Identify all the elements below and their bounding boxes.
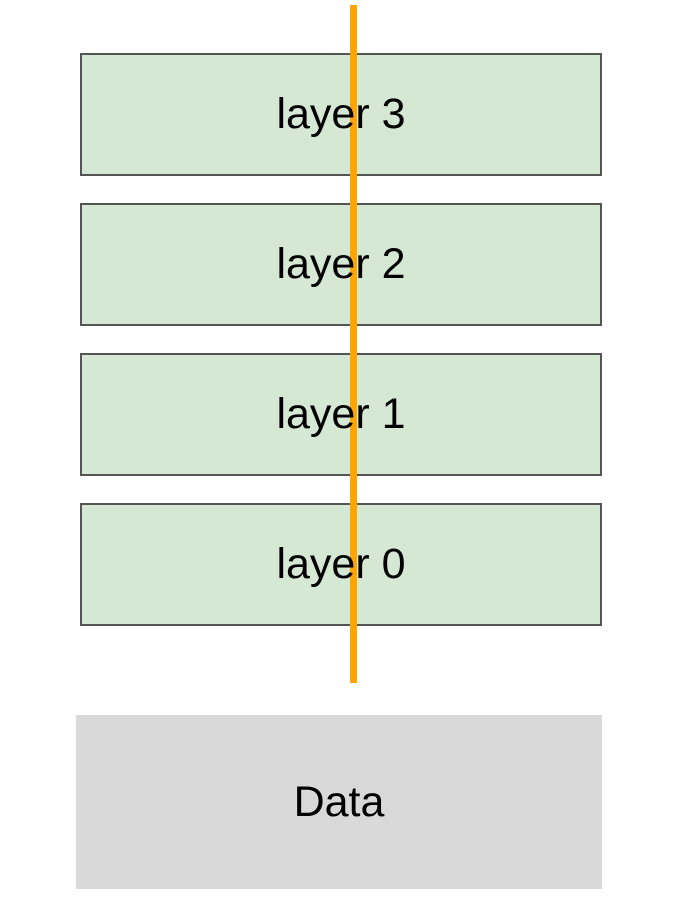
layer-1-label: layer 1 <box>276 390 406 438</box>
data-box-label: Data <box>293 777 385 826</box>
layer-3-label: layer 3 <box>276 90 406 138</box>
layer-1-box: layer 1 <box>80 353 602 476</box>
layer-2-label: layer 2 <box>276 240 406 288</box>
layer-2-box: layer 2 <box>80 203 602 326</box>
data-box: Data <box>76 715 602 889</box>
layer-0-box: layer 0 <box>80 503 602 626</box>
layer-3-box: layer 3 <box>80 53 602 176</box>
layer-0-label: layer 0 <box>276 540 406 588</box>
vertical-flow-line <box>350 5 357 683</box>
